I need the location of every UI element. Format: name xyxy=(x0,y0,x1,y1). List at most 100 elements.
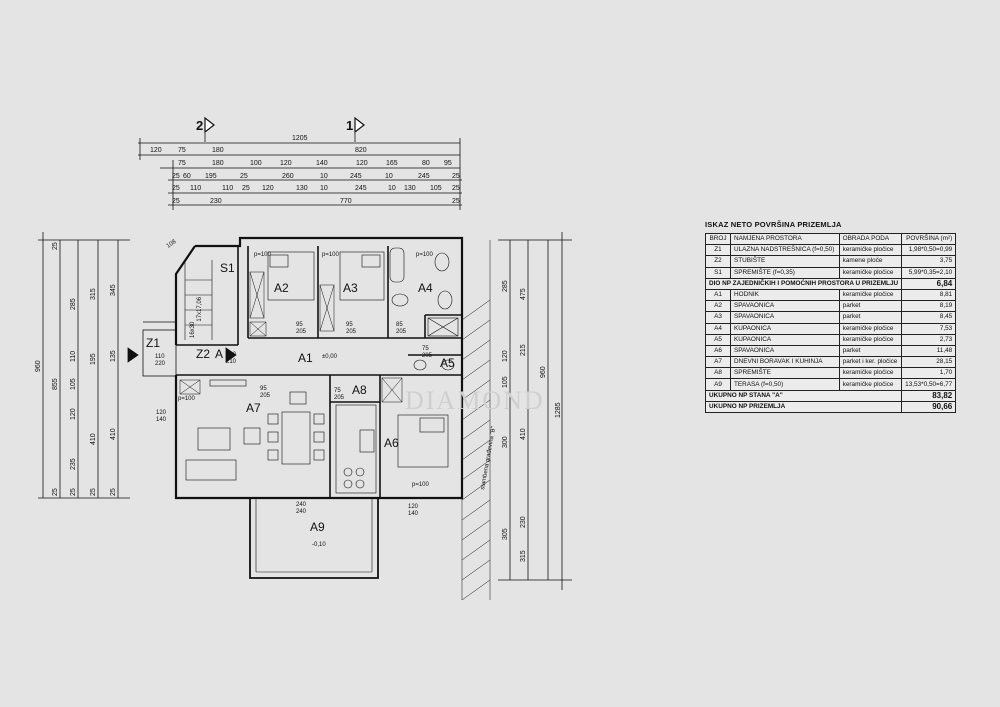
dim-text: 25 xyxy=(70,488,77,496)
dim-text: 120 xyxy=(150,147,162,154)
cell-subtotal-value: 83,82 xyxy=(901,389,957,402)
cell-floor: parket xyxy=(838,311,903,324)
dim-text: 260 xyxy=(282,173,294,180)
cell-area: 3,75 xyxy=(901,255,957,268)
dim-text: 135 xyxy=(110,350,117,362)
neighbour-note: stambena građevina "B" xyxy=(480,426,497,490)
cell-purpose: SPREMIŠTE xyxy=(730,367,840,380)
level-a1: ±0,00 xyxy=(322,354,338,360)
cell-purpose: SPAVAONICA xyxy=(730,311,840,324)
dim-text: 10 xyxy=(385,173,393,180)
cell-id: A4 xyxy=(705,322,731,335)
cell-subtotal-label: UKUPNO NP STANA "A" xyxy=(704,389,903,402)
dim-text: 410 xyxy=(520,428,527,440)
table-header-row: BROJ NAMJENA PROSTORA OBRADA PODA POVRŠI… xyxy=(705,232,957,246)
room-label-a8: A8 xyxy=(352,383,367,397)
section-label-2: 2 xyxy=(196,118,203,133)
cell-id: A6 xyxy=(705,344,731,358)
cell-total-value: 90,66 xyxy=(901,400,957,414)
dim-text: 120 xyxy=(70,408,77,420)
section-marker-1 xyxy=(354,116,365,142)
dim-text: 25 xyxy=(452,173,460,180)
dim-text: 110 xyxy=(70,351,77,362)
header-floor: OBRADA PODA xyxy=(838,232,903,246)
dim-text: 120 xyxy=(502,350,509,362)
dim-text: 300 xyxy=(502,436,509,448)
dim-text: 165 xyxy=(386,160,398,167)
cell-id: A2 xyxy=(705,300,731,313)
dim-text: 305 xyxy=(502,528,509,540)
dim-text: 960 xyxy=(540,366,547,378)
cell-area: 8,81 xyxy=(901,288,957,302)
cell-id: A5 xyxy=(705,333,731,346)
dim-text: 25 xyxy=(110,488,117,496)
cell-purpose: STUBIŠTE xyxy=(730,255,840,268)
room-label-a9: A9 xyxy=(310,520,325,534)
dim-text: 120 xyxy=(280,160,292,167)
room-label-a5: A5 xyxy=(440,356,455,370)
terrace-a9 xyxy=(249,498,379,579)
dim-text: 475 xyxy=(520,288,527,300)
dim-text: 25 xyxy=(172,198,180,205)
dim-text: 10 xyxy=(320,173,328,180)
dim-text: 180 xyxy=(212,160,224,167)
room-label-a3: A3 xyxy=(343,281,358,295)
section-marker-2 xyxy=(204,116,215,142)
dim-text: 25 xyxy=(452,185,460,192)
dim-text: 245 xyxy=(355,185,367,192)
closets xyxy=(179,271,403,403)
room-label-a4: A4 xyxy=(418,281,433,295)
cell-id: A7 xyxy=(705,356,731,369)
diag-note: 108 xyxy=(166,239,178,250)
table-row: UKUPNO NP STANA "A"83,82 xyxy=(704,389,957,402)
stair-note: 16x3017x17,06 xyxy=(190,296,203,338)
table-title: ISKAZ NETO POVRŠINA PRIZEMLJA xyxy=(705,220,842,229)
inner-walls xyxy=(176,246,462,498)
cell-floor: keramičke pločice xyxy=(838,266,903,279)
cell-area: 7,53 xyxy=(901,322,957,335)
neighbour-building-hatch xyxy=(461,240,491,601)
dim-text: 140 xyxy=(316,160,328,167)
cell-subtotal-label: DIO NP ZAJEDNIČKIH I POMOĆNIH PROSTORA U… xyxy=(704,277,903,290)
cell-area: 2,73 xyxy=(901,333,957,346)
dim-text: 105 xyxy=(70,378,77,390)
dim-text: 105 xyxy=(430,185,442,192)
dim-text: 230 xyxy=(520,516,527,528)
level-a9: -0,10 xyxy=(312,542,326,548)
top-dimension-texts: 1205 120 75 180 820 75 180 100 120 140 1… xyxy=(150,135,460,205)
cell-purpose: KUPAONICA xyxy=(730,333,840,346)
dim-text: 25 xyxy=(90,488,97,496)
dim-text: 130 xyxy=(296,185,308,192)
watermark: DIAMOND xyxy=(405,386,545,415)
dim-text: 75 xyxy=(178,147,186,154)
dim-text: 285 xyxy=(502,280,509,292)
cell-floor: keramičke pločice xyxy=(838,367,903,380)
dim-text: 195 xyxy=(90,353,97,365)
entrance-canopy-z1 xyxy=(127,321,237,377)
room-label-a6: A6 xyxy=(384,436,399,450)
dim-text: 95 xyxy=(444,160,452,167)
table-row: DIO NP ZAJEDNIČKIH I POMOĆNIH PROSTORA U… xyxy=(704,277,957,290)
dim-text: 1205 xyxy=(292,135,308,142)
dim-text: 25 xyxy=(242,185,250,192)
dim-text: 110 xyxy=(222,185,233,192)
dim-text: 10 xyxy=(388,185,396,192)
cell-id: A1 xyxy=(705,288,731,302)
dim-text: 410 xyxy=(110,428,117,440)
